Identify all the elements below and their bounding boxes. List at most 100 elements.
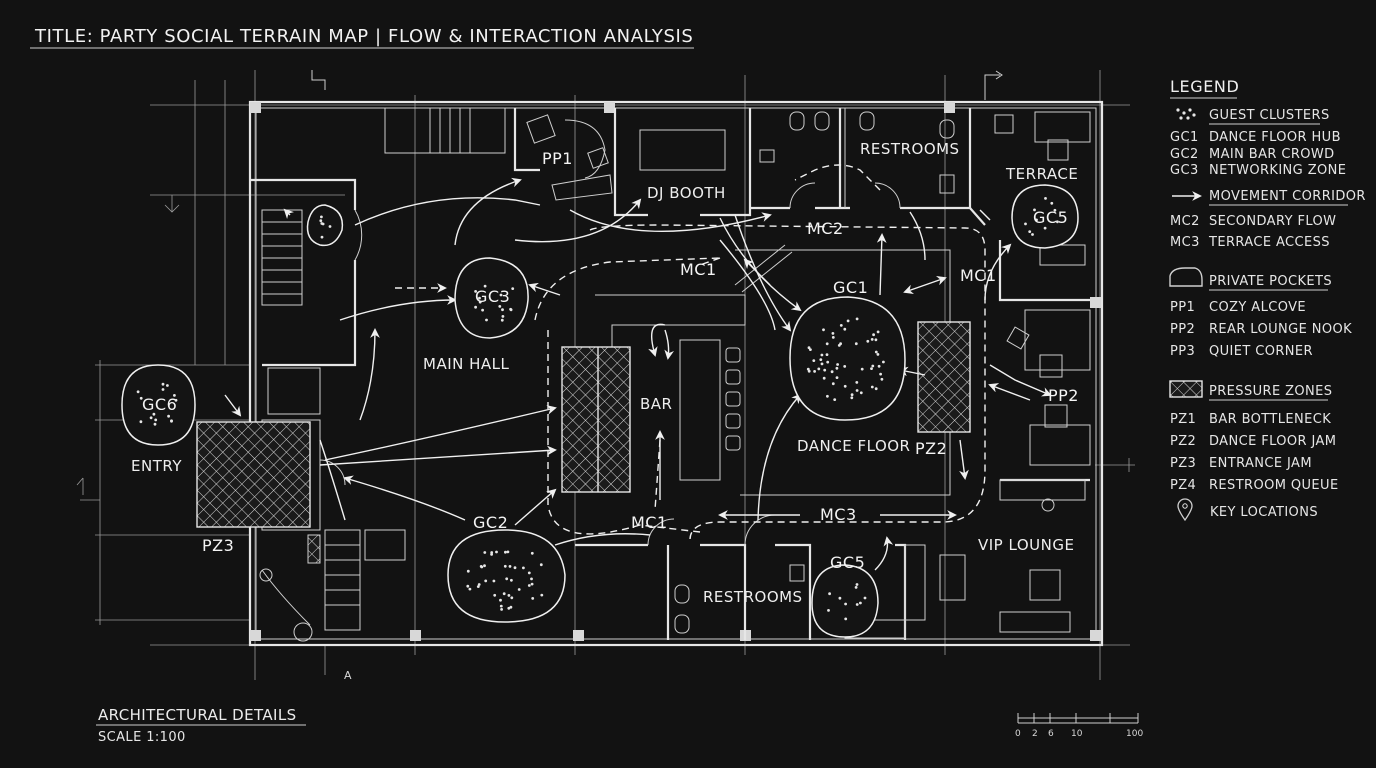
person-dot — [826, 360, 830, 364]
person-dot — [510, 596, 514, 600]
legend-gc3-text: NETWORKING ZONE — [1209, 163, 1346, 178]
legend-mc2-code: MC2 — [1170, 214, 1200, 229]
pressure-zone-pz3 — [196, 421, 311, 528]
person-dot — [476, 585, 480, 588]
details-heading: ARCHITECTURAL DETAILS — [98, 706, 297, 724]
cluster-label-gc6: GC6 — [142, 395, 177, 414]
legend-guest-clusters-icon — [1176, 108, 1196, 120]
person-dot — [871, 364, 875, 368]
legend-pz3-text: ENTRANCE JAM — [1209, 456, 1312, 471]
zone-label-terrace: TERRACE — [1005, 165, 1078, 183]
legend-pp1-code: PP1 — [1170, 300, 1195, 315]
flow-arrows — [224, 177, 1052, 571]
person-dot — [820, 353, 824, 357]
person-dot — [1035, 218, 1038, 222]
person-dot — [1028, 230, 1032, 234]
legend-mc2-text: SECONDARY FLOW — [1209, 214, 1336, 229]
person-dot — [825, 353, 829, 356]
person-dot — [503, 564, 507, 568]
person-dot — [517, 588, 521, 591]
legend-heading: LEGEND — [1170, 77, 1239, 96]
person-dot — [530, 577, 533, 581]
scale-tick-0: 0 — [1015, 729, 1021, 739]
person-dot — [481, 308, 484, 312]
legend-pp2-code: PP2 — [1170, 322, 1195, 337]
person-dot — [828, 592, 831, 596]
person-dot — [833, 398, 837, 401]
person-dot — [170, 419, 173, 423]
person-dot — [844, 602, 847, 606]
person-dot — [167, 414, 171, 418]
person-dot — [863, 596, 867, 600]
legend-gc2-code: GC2 — [1170, 147, 1199, 162]
zone-label-main-hall: MAIN HALL — [423, 355, 510, 373]
person-dot — [466, 569, 470, 573]
person-dot — [474, 305, 477, 309]
person-dot — [843, 365, 847, 368]
person-dot — [477, 583, 481, 586]
legend: LEGEND GUEST CLUSTERS GC1 DANCE FLOOR HU… — [1169, 77, 1365, 522]
legend-pz4-text: RESTROOM QUEUE — [1209, 478, 1339, 493]
person-dot — [509, 308, 513, 312]
legend-key-locations: KEY LOCATIONS — [1210, 505, 1318, 520]
person-dot — [812, 359, 816, 362]
person-dot — [876, 353, 880, 356]
person-dot — [139, 420, 143, 424]
person-dot — [846, 319, 850, 323]
person-dot — [505, 577, 509, 581]
person-dot — [839, 324, 843, 327]
pocket-label-pp1: PP1 — [542, 149, 573, 168]
legend-pressure-header: PRESSURE ZONES — [1209, 384, 1332, 399]
pressure-zone-pz1 — [561, 346, 631, 493]
person-dot — [483, 551, 487, 554]
person-dot — [874, 338, 878, 342]
legend-pz4-code: PZ4 — [1170, 478, 1196, 493]
person-dot — [835, 366, 839, 370]
person-dot — [507, 606, 511, 610]
person-dot — [166, 384, 169, 387]
person-dot — [161, 388, 165, 391]
person-dot — [874, 387, 878, 391]
diagram-title: TITLE: PARTY SOCIAL TERRAIN MAP | FLOW &… — [34, 26, 693, 47]
person-dot — [513, 566, 517, 570]
person-dot — [485, 318, 488, 322]
legend-mc3-code: MC3 — [1170, 235, 1200, 250]
cluster-blob-small — [306, 204, 344, 247]
person-dot — [527, 584, 531, 587]
person-dot — [843, 327, 847, 331]
person-dot — [855, 603, 859, 606]
person-dot — [838, 596, 842, 600]
person-dot — [483, 564, 486, 568]
legend-pz3-code: PZ3 — [1170, 456, 1196, 471]
person-dot — [855, 381, 859, 384]
person-dot — [540, 593, 544, 597]
person-dot — [499, 604, 503, 608]
cluster-blob-gc1 — [789, 296, 906, 421]
person-dot — [807, 346, 811, 350]
corridor-label-mc1-right: MC1 — [960, 266, 997, 285]
person-dot — [319, 219, 323, 223]
person-dot — [854, 586, 858, 589]
scale-tick-6: 6 — [1048, 729, 1054, 739]
person-dot — [530, 582, 534, 586]
person-dot — [468, 587, 472, 591]
person-dot — [806, 367, 810, 371]
person-dot — [501, 315, 505, 318]
corridor-label-mc1-top: MC1 — [680, 260, 717, 279]
cluster-label-gc2: GC2 — [473, 513, 508, 532]
person-dot — [478, 296, 481, 300]
scale-bar: 0 2 6 10 100 — [1015, 713, 1143, 739]
person-dot — [855, 317, 859, 321]
person-dot — [813, 370, 816, 373]
person-dot — [850, 396, 854, 400]
person-dot — [823, 368, 827, 372]
cluster-label-gc5-terrace: GC5 — [1033, 208, 1068, 227]
person-dot — [152, 412, 156, 416]
person-dot — [531, 597, 535, 600]
legend-pz1-text: BAR BOTTLENECK — [1209, 412, 1331, 427]
person-dot — [855, 389, 859, 392]
person-dot — [876, 330, 880, 334]
corridor-label-mc3: MC3 — [820, 505, 857, 524]
person-dot — [855, 583, 859, 586]
